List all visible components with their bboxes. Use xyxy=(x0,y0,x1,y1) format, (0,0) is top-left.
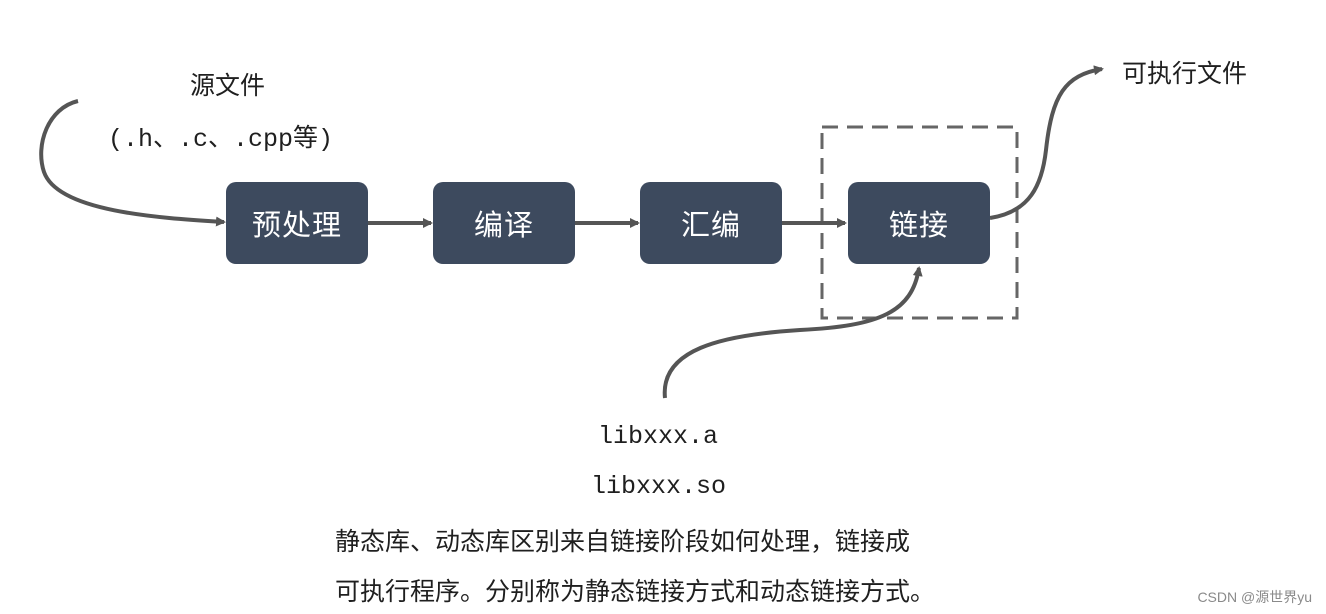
stage-preprocess: 预处理 xyxy=(226,182,368,264)
stage-compile: 编译 xyxy=(433,182,575,264)
stage-assemble: 汇编 xyxy=(640,182,782,264)
stage-link: 链接 xyxy=(848,182,990,264)
shared-library-name: libxxx.so xyxy=(591,472,727,501)
library-to-link-arrow xyxy=(662,266,923,399)
link-to-executable-arrow xyxy=(989,65,1104,220)
description-line-1: 静态库、动态库区别来自链接阶段如何处理，链接成 xyxy=(335,527,911,556)
description-line-2: 可执行程序。分别称为静态链接方式和动态链接方式。 xyxy=(335,577,936,606)
source-file-extensions: (.h、.c、.cpp等) xyxy=(108,125,334,154)
csdn-watermark: CSDN @源世界yu xyxy=(1197,589,1312,605)
executable-file-label: 可执行文件 xyxy=(1122,59,1248,88)
source-to-preprocess-arrow xyxy=(39,99,226,227)
static-library-name: libxxx.a xyxy=(598,422,719,451)
source-file-title: 源文件 xyxy=(190,71,266,100)
